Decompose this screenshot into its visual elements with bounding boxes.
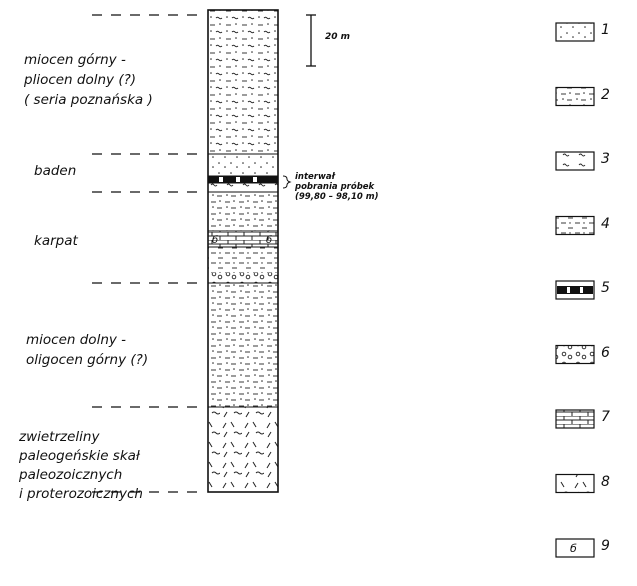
unit-label-karpat: karpat [34, 232, 78, 251]
unit-label-line: paleozoicznych [19, 466, 143, 485]
legend-box-gravel [556, 346, 594, 364]
legend-number: 1 [601, 22, 610, 38]
legend-box-sand-dots [556, 23, 594, 41]
unit-label-line: pliocen dolny (?) [24, 70, 153, 90]
scale-label: 20 m [325, 32, 350, 42]
unit-label-line: baden [34, 162, 76, 181]
lithology-column: б б [208, 10, 278, 492]
lignite-gap [567, 287, 570, 293]
legend-box-mud-dashes [556, 217, 594, 235]
legend-number: 4 [601, 216, 610, 232]
legend-box-clay-wavy [556, 152, 594, 170]
legend-box-silt-sand [556, 88, 594, 106]
lignite-gap [580, 287, 583, 293]
legend: б [556, 23, 594, 557]
unit-label-line: zwietrzeliny [19, 428, 143, 447]
unit-label-line: paleogeńskie skał [19, 447, 143, 466]
legend-number: 8 [601, 474, 610, 490]
legend-box-weathered-rock [556, 475, 594, 493]
fossil-symbol-left: б [212, 234, 218, 246]
sample-brace [283, 176, 290, 188]
scale-bar [306, 15, 316, 66]
legend-fossil-glyph: б [570, 542, 577, 555]
legend-number: 5 [601, 280, 610, 296]
legend-number: 6 [601, 345, 610, 361]
legend-number: 3 [601, 151, 610, 167]
unit-label-line: ( seria poznańska ) [24, 90, 153, 110]
unit-label-line: karpat [34, 232, 78, 251]
unit-label-line: miocen dolny - [26, 330, 148, 350]
fossil-symbol-right: б [266, 234, 272, 246]
sample-note-line: (99,80 – 98,10 m) [295, 192, 379, 202]
unit-label-line: miocen górny - [24, 50, 153, 70]
unit-label-weathering: zwietrzeliny paleogeńskie skał paleozoic… [19, 428, 143, 504]
unit-label-lower-miocene: miocen dolny - oligocen górny (?) [26, 330, 148, 370]
sample-note-line: interwał [295, 172, 379, 182]
legend-number: 7 [601, 409, 610, 425]
legend-box-limestone-bricks [556, 410, 594, 428]
unit-label-line: oligocen górny (?) [26, 350, 148, 370]
unit-label-miocene-pliocene: miocen górny - pliocen dolny (?) ( seria… [24, 50, 153, 110]
legend-number: 9 [601, 538, 610, 554]
unit-label-line: i proterozoicznych [19, 485, 143, 504]
sample-interval-note: interwał pobrania próbek (99,80 – 98,10 … [295, 172, 379, 202]
unit-label-baden: baden [34, 162, 76, 181]
lignite-band [557, 286, 593, 294]
legend-number: 2 [601, 87, 610, 103]
sample-note-line: pobrania próbek [295, 182, 379, 192]
